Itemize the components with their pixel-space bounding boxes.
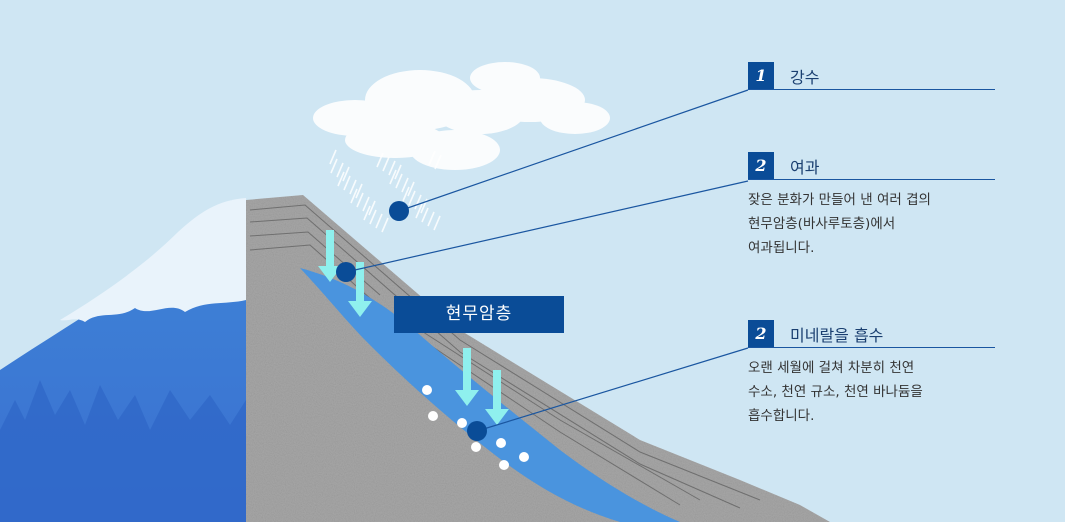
flow-arrow (485, 370, 509, 425)
raindrop (368, 200, 376, 216)
callout-number: 2 (748, 152, 774, 179)
mineral-dots (422, 385, 529, 470)
raindrop (355, 183, 363, 199)
raindrop (382, 156, 390, 172)
raindrop (342, 166, 350, 182)
callout-number: 2 (748, 320, 774, 347)
callout-description: 잦은 분화가 만들어 낸 여러 겹의 현무암층(바사루토층)에서 여과됩니다. (748, 192, 931, 256)
raindrop (388, 160, 396, 176)
marker-dot-3 (467, 421, 487, 441)
raindrop (414, 194, 422, 210)
raindrop (336, 162, 344, 178)
leader-lines (345, 89, 749, 432)
raindrop (329, 149, 337, 165)
mineral-dot (496, 438, 506, 448)
raindrop (394, 164, 402, 180)
callout-title: 여과 (790, 157, 820, 177)
callout-number: 1 (748, 62, 774, 89)
mineral-dot (519, 452, 529, 462)
raindrop (330, 158, 338, 174)
raindrop (369, 209, 377, 225)
forest-silhouette (0, 380, 246, 522)
flow-arrow (318, 230, 342, 282)
flow-arrows (318, 230, 509, 425)
cloud (313, 62, 610, 170)
raindrop (350, 188, 358, 204)
callout-mineral-absorption: 2 미네랄을 흡수 오랜 세월에 걸쳐 차분히 천연 수소, 천연 규소, 천연… (748, 320, 995, 428)
raindrop (337, 171, 345, 187)
callout-title: 미네랄을 흡수 (790, 325, 884, 345)
callout-head: 2 여과 (748, 152, 995, 180)
flow-arrow (348, 262, 372, 317)
raindrop (376, 152, 384, 168)
raindrop (428, 150, 436, 166)
mountain-snowcap (60, 198, 246, 322)
raindrop (433, 215, 441, 231)
raindrop (363, 205, 371, 221)
callout-head: 1 강수 (748, 62, 995, 90)
raindrop (381, 217, 389, 233)
mineral-dot (457, 418, 467, 428)
callout-title: 강수 (790, 67, 820, 87)
basalt-layer-label: 현무암층 (394, 296, 564, 333)
marker-dot-1 (389, 201, 409, 221)
callout-description: 오랜 세월에 걸쳐 차분히 천연 수소, 천연 규소, 천연 바나듐을 흡수합니… (748, 360, 923, 424)
raindrop (349, 179, 357, 195)
raindrop (407, 181, 415, 197)
callout-filtration: 2 여과 잦은 분화가 만들어 낸 여러 겹의 현무암층(바사루토층)에서 여과… (748, 152, 995, 260)
raindrop (395, 173, 403, 189)
raindrop (434, 154, 442, 170)
callout-precipitation: 1 강수 (748, 62, 995, 90)
mineral-dot (428, 411, 438, 421)
raindrop (427, 211, 435, 227)
mineral-dot (422, 385, 432, 395)
raindrop (415, 203, 423, 219)
callout-head: 2 미네랄을 흡수 (748, 320, 995, 348)
raindrop (375, 213, 383, 229)
marker-dot-2 (336, 262, 356, 282)
raindrop (389, 169, 397, 185)
rain-streaks (329, 149, 442, 233)
mineral-dot (471, 442, 481, 452)
raindrop (401, 177, 409, 193)
raindrop (362, 196, 370, 212)
raindrop (421, 207, 429, 223)
raindrop (343, 175, 351, 191)
raindrop (402, 186, 410, 202)
raindrop (356, 192, 364, 208)
rock-layers (246, 195, 830, 522)
raindrop (408, 190, 416, 206)
flow-arrow (455, 348, 479, 406)
mineral-dot (499, 460, 509, 470)
